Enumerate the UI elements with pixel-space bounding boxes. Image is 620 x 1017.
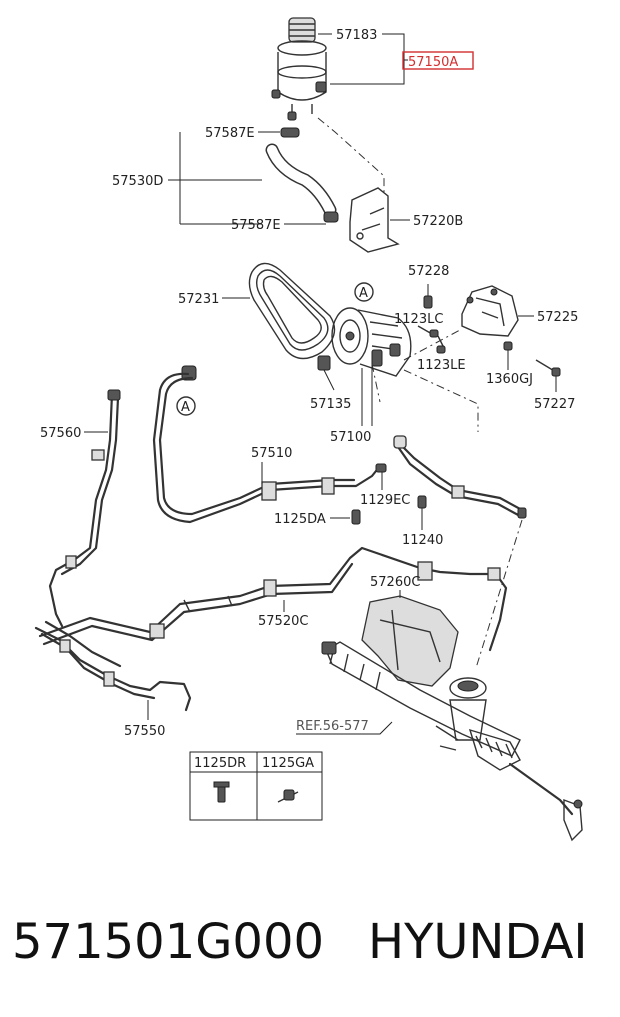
pressure-hose-57510 (152, 365, 527, 524)
callout-a-hose (176, 396, 196, 416)
return-hose-57520C (38, 546, 508, 652)
label-57100: 57100 (330, 430, 371, 445)
label-1123LC: 1123LC (394, 312, 443, 327)
heat-shield-57260C (361, 595, 459, 687)
footer-brand: HYUNDAI (368, 914, 588, 970)
label-57260C: 57260C (370, 575, 420, 590)
steering-rack (321, 641, 583, 842)
label-57520C: 57520C (258, 614, 308, 629)
table-header-1125GA: 1125GA (262, 756, 314, 771)
label-57560: 57560 (40, 426, 81, 441)
label-57587E-top: 57587E (205, 126, 255, 141)
label-57227: 57227 (534, 397, 575, 412)
bracket-57225 (461, 285, 519, 337)
callout-a-hose-text: A (181, 400, 190, 415)
fastener-table (189, 751, 323, 821)
cooler-line-57560 (48, 389, 121, 628)
label-57225: 57225 (537, 310, 578, 325)
reservoir-assembly (271, 17, 327, 121)
label-1123LE: 1123LE (417, 358, 466, 373)
label-1360GJ: 1360GJ (486, 372, 533, 387)
callout-a-pump: A (359, 286, 368, 301)
footer-part-number: 571501G000 (12, 914, 324, 970)
bracket-57220B (349, 187, 400, 253)
ref-label: REF.56-577 (296, 719, 369, 734)
table-header-1125DR: 1125DR (194, 756, 246, 771)
label-57183: 57183 (336, 28, 377, 43)
label-57228: 57228 (408, 264, 449, 279)
label-57220B: 57220B (413, 214, 463, 229)
label-57510: 57510 (251, 446, 292, 461)
suction-hose-57530D (265, 127, 339, 223)
bolt-57228 (423, 295, 433, 309)
label-57550: 57550 (124, 724, 165, 739)
label-1129EC: 1129EC (360, 493, 410, 508)
label-57135: 57135 (310, 397, 351, 412)
power-steering-pump-57100 (331, 282, 412, 377)
label-57530D: 57530D (112, 174, 163, 189)
label-57150A: 57150A (408, 55, 458, 70)
label-11240: 11240 (402, 533, 443, 548)
label-57231: 57231 (178, 292, 219, 307)
highlight-box-57150A (402, 51, 474, 70)
label-57587E-bottom: 57587E (231, 218, 281, 233)
drive-belt-57231 (248, 262, 336, 360)
label-1125DA: 1125DA (274, 512, 326, 527)
lower-lines-57550 (34, 620, 192, 712)
